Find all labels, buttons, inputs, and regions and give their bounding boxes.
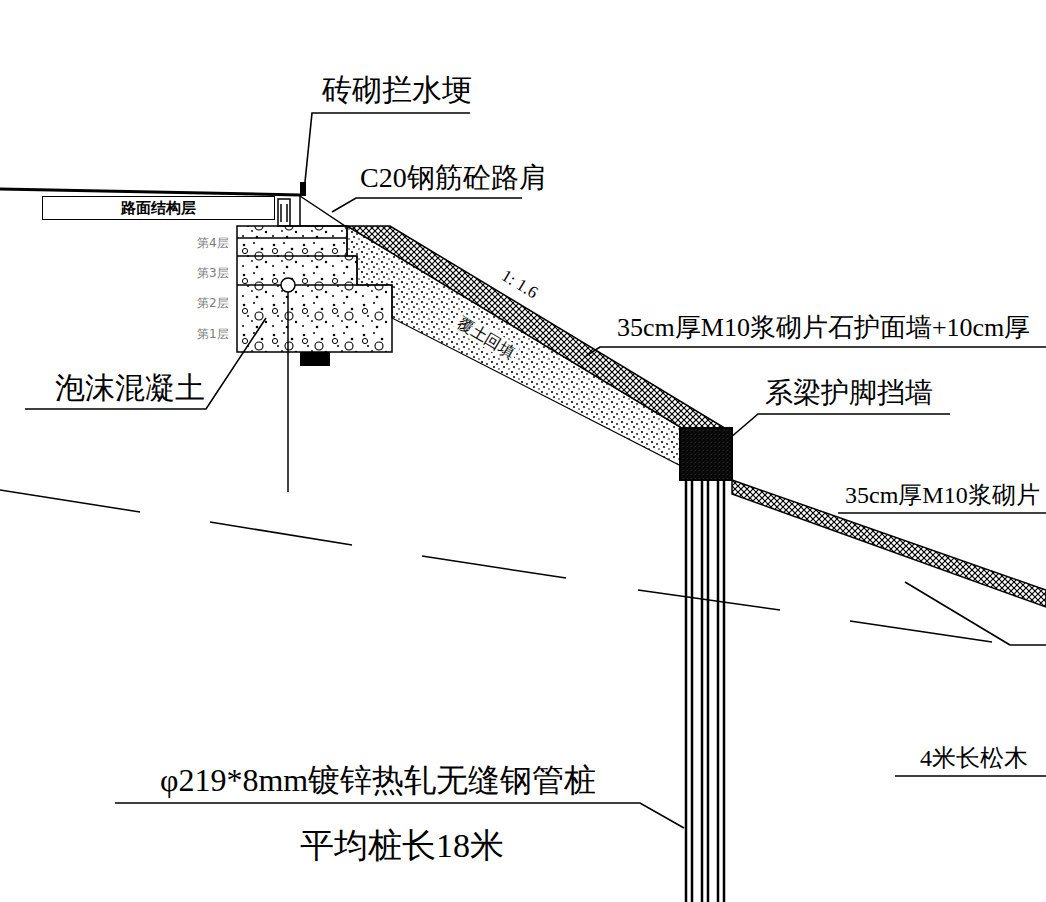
road-surface <box>0 189 300 195</box>
layer-label: 第1层 <box>197 327 229 341</box>
callout-label: φ219*8mm镀锌热轧无缝钢管桩 <box>160 761 596 799</box>
pipe-line <box>287 292 289 492</box>
layer-lines <box>237 238 357 285</box>
foam-concrete <box>237 226 392 352</box>
layer-label: 第4层 <box>197 236 229 250</box>
callout-label: 覆土回填 <box>452 312 520 363</box>
callout-label: 35cm厚M10浆砌片 <box>845 481 1040 510</box>
callout-label: 砖砌拦水埂 <box>322 72 472 108</box>
steel-piles <box>686 470 724 902</box>
layer-label: 第3层 <box>197 266 229 280</box>
callout-label: 泡沫混凝土 <box>55 370 205 406</box>
callout-label: 系梁护脚挡墙 <box>765 376 933 410</box>
box-text: 路面结构层 <box>121 200 196 217</box>
pipe <box>281 278 295 292</box>
callout-label: 4米长松木 <box>920 744 1028 773</box>
pavement-layer-box: 路面结构层 <box>42 196 275 220</box>
drain <box>300 352 330 366</box>
callout-label: 平均桩长18米 <box>300 826 504 867</box>
callout-label: C20钢筋砼路肩 <box>360 161 547 195</box>
facing-wall-lower <box>732 480 1046 607</box>
callout-label: 35cm厚M10浆砌片石护面墙+10cm厚 <box>617 312 1030 343</box>
callout-label: 1: 1.6 <box>497 266 541 303</box>
tie-beam <box>680 428 732 480</box>
water-ridge <box>300 182 306 196</box>
layer-label: 第2层 <box>197 296 229 310</box>
leader-lines <box>25 113 1046 828</box>
